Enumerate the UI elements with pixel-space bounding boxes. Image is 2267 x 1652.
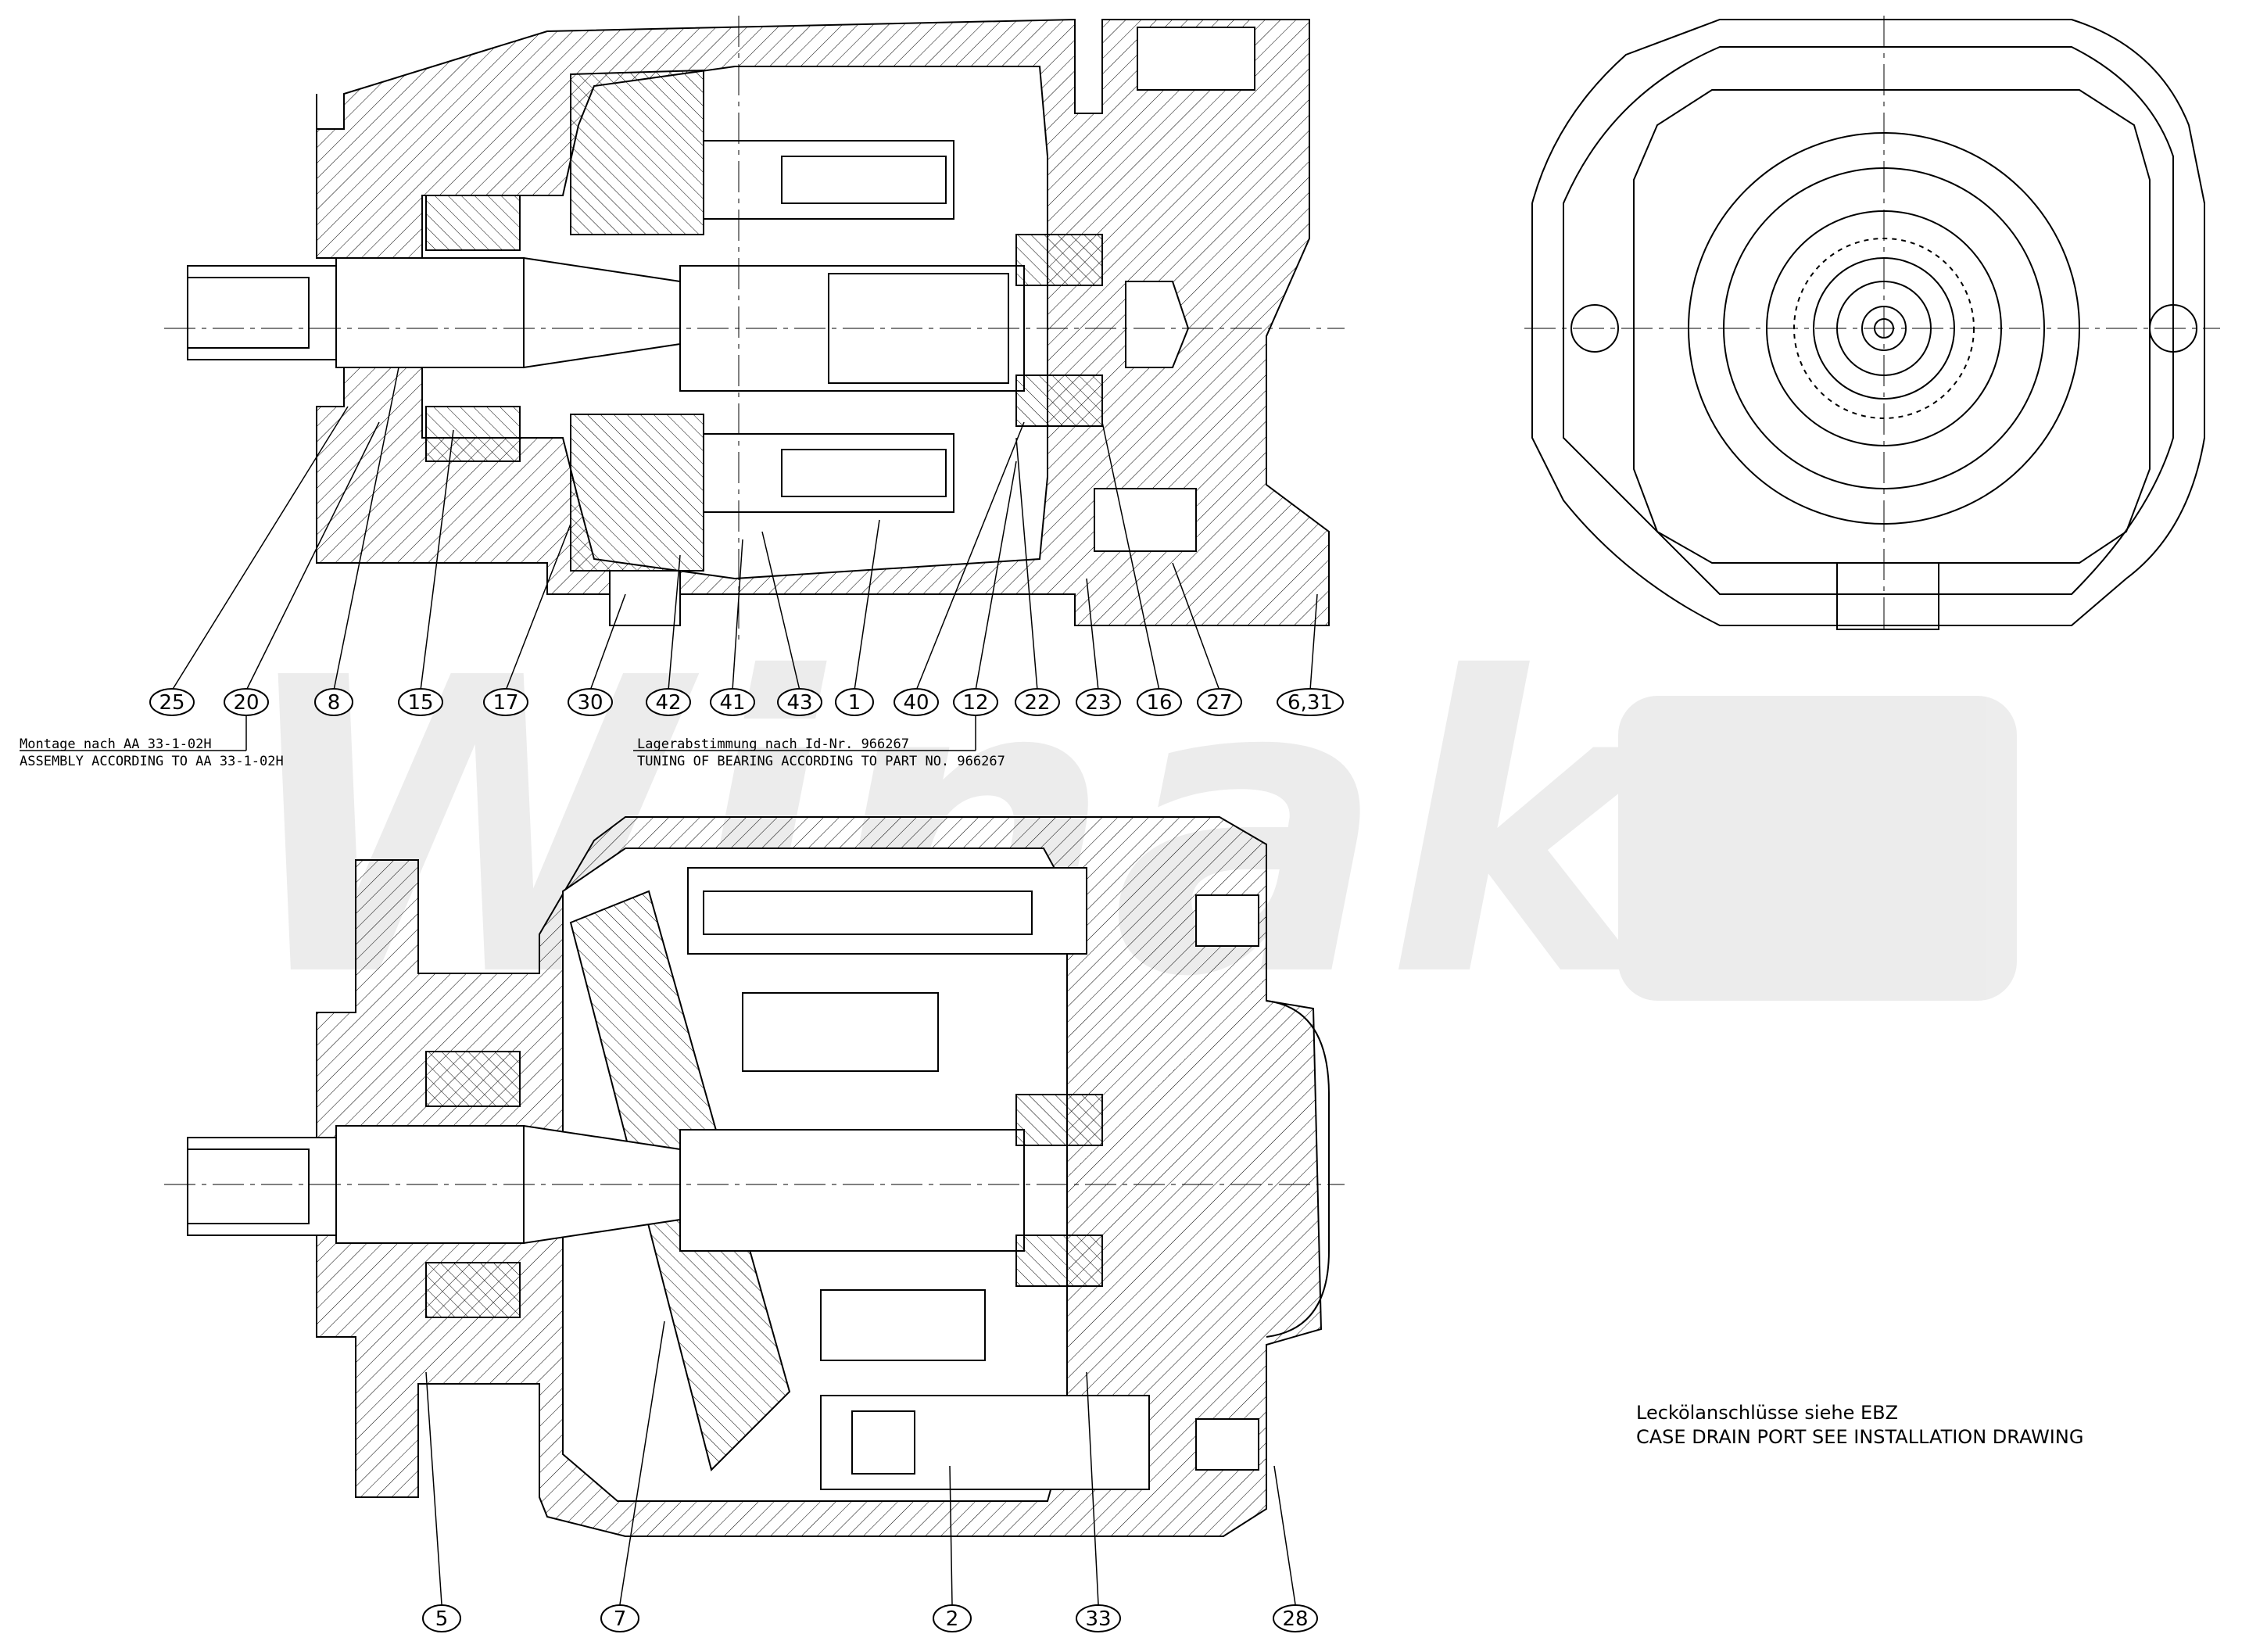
callout-16: 16 bbox=[1137, 688, 1182, 716]
callout-8: 8 bbox=[314, 688, 353, 716]
callouts-bottom: 5 7 2 33 28 bbox=[422, 1604, 1318, 1632]
callout-33: 33 bbox=[1076, 1604, 1121, 1632]
bearing-note: Lagerabstimmung nach Id-Nr. 966267 TUNIN… bbox=[633, 715, 1005, 769]
callout-2-label: 2 bbox=[946, 1607, 959, 1631]
callout-40-label: 40 bbox=[903, 691, 929, 715]
callout-43-label: 43 bbox=[786, 691, 812, 715]
callout-22-label: 22 bbox=[1024, 691, 1050, 715]
callout-20-label: 20 bbox=[233, 691, 259, 715]
callout-17: 17 bbox=[483, 688, 528, 716]
callout-6-31-label: 6,31 bbox=[1287, 691, 1333, 715]
callout-27: 27 bbox=[1197, 688, 1242, 716]
callout-28: 28 bbox=[1273, 1604, 1318, 1632]
callout-16-label: 16 bbox=[1146, 691, 1172, 715]
assembly-note-en: ASSEMBLY ACCORDING TO AA 33-1-02H bbox=[20, 754, 284, 769]
bearing-note-en: TUNING OF BEARING ACCORDING TO PART NO. … bbox=[637, 754, 1005, 769]
drain-note-de: Lecköl­anschlüsse siehe EBZ bbox=[1636, 1402, 1898, 1424]
callout-7-label: 7 bbox=[614, 1607, 627, 1631]
callout-1: 1 bbox=[835, 688, 874, 716]
end-view-outline bbox=[1531, 19, 2205, 626]
callout-22: 22 bbox=[1015, 688, 1060, 716]
bottom-section-view bbox=[164, 816, 1345, 1537]
callout-43: 43 bbox=[777, 688, 822, 716]
callout-30-label: 30 bbox=[577, 691, 603, 715]
assembly-note: Montage nach AA 33-1-02H ASSEMBLY ACCORD… bbox=[20, 715, 284, 769]
callout-41-label: 41 bbox=[719, 691, 745, 715]
callout-7: 7 bbox=[600, 1604, 639, 1632]
drain-note: Lecköl­anschlüsse siehe EBZ CASE DRAIN P… bbox=[1636, 1402, 2083, 1448]
top-section-view bbox=[164, 16, 1345, 641]
leader-lines-top bbox=[171, 367, 1318, 691]
callout-27-label: 27 bbox=[1206, 691, 1232, 715]
bearing-front-top bbox=[425, 195, 521, 251]
callout-42-label: 42 bbox=[655, 691, 681, 715]
end-view bbox=[1524, 16, 2220, 633]
callout-23: 23 bbox=[1076, 688, 1121, 716]
callout-5-label: 5 bbox=[435, 1607, 449, 1631]
callout-23-label: 23 bbox=[1085, 691, 1111, 715]
callout-15: 15 bbox=[398, 688, 443, 716]
callout-42: 42 bbox=[646, 688, 691, 716]
callout-25: 25 bbox=[149, 688, 195, 716]
leader-lines-bottom bbox=[425, 1321, 1296, 1605]
callout-41: 41 bbox=[710, 688, 755, 716]
callout-12-label: 12 bbox=[962, 691, 988, 715]
assembly-note-de: Montage nach AA 33-1-02H bbox=[20, 736, 212, 752]
bearing-note-de: Lagerabstimmung nach Id-Nr. 966267 bbox=[637, 736, 909, 752]
callout-28-label: 28 bbox=[1282, 1607, 1308, 1631]
port-top bbox=[1137, 27, 1255, 91]
callout-1-label: 1 bbox=[848, 691, 861, 715]
callout-17-label: 17 bbox=[492, 691, 518, 715]
callout-12: 12 bbox=[953, 688, 998, 716]
drain-note-en: CASE DRAIN PORT SEE INSTALLATION DRAWING bbox=[1636, 1426, 2083, 1448]
callout-30: 30 bbox=[568, 688, 613, 716]
callout-20: 20 bbox=[224, 688, 269, 716]
callout-25-label: 25 bbox=[159, 691, 184, 715]
callout-2: 2 bbox=[933, 1604, 972, 1632]
callout-6-31: 6,31 bbox=[1277, 688, 1344, 716]
callout-5: 5 bbox=[422, 1604, 461, 1632]
callouts-top: 25 20 8 15 17 30 42 41 43 1 40 12 22 23 … bbox=[149, 688, 1344, 716]
callout-40: 40 bbox=[894, 688, 939, 716]
callout-15-label: 15 bbox=[407, 691, 433, 715]
callout-33-label: 33 bbox=[1085, 1607, 1111, 1631]
callout-8-label: 8 bbox=[328, 691, 341, 715]
bearing-rear-top bbox=[1015, 234, 1103, 286]
